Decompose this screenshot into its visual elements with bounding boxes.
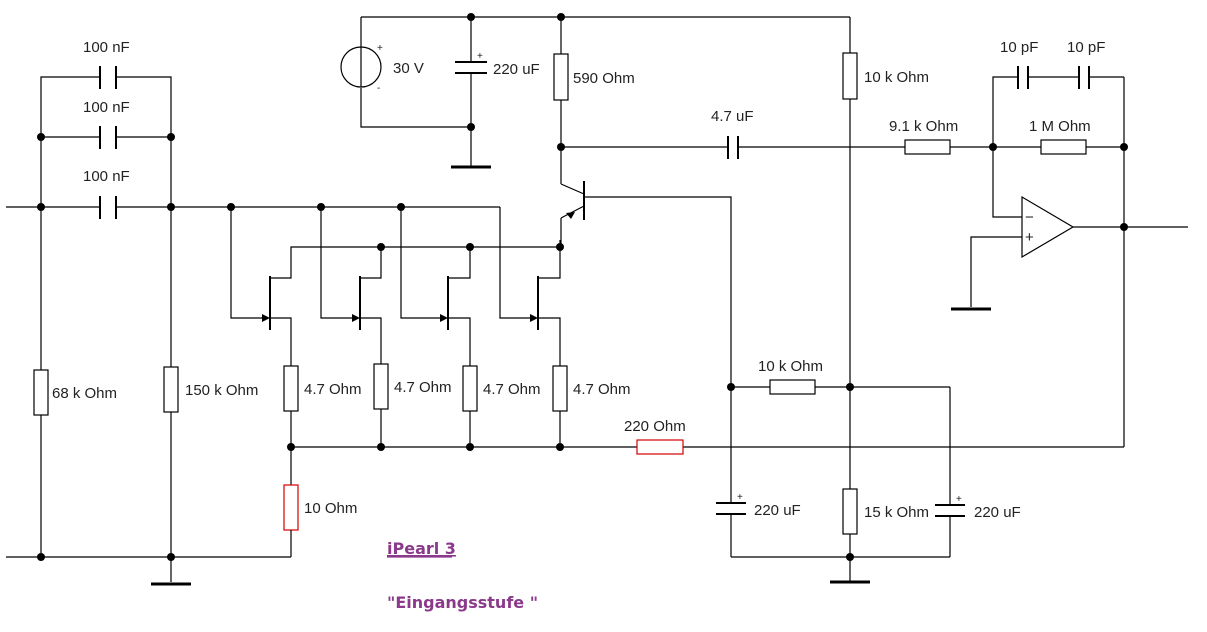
resistor-150k: [163, 366, 179, 413]
label-r10: 10 Ohm: [304, 500, 357, 517]
pnp-transistor: [560, 181, 732, 387]
label-r68k: 68 k Ohm: [52, 385, 117, 402]
cbias1-plus-sign: +: [737, 492, 743, 503]
label-r220: 220 Ohm: [624, 418, 686, 435]
capacitor-10pf-1: [1017, 66, 1029, 89]
opamp-plus-sign: +: [1025, 229, 1034, 246]
label-r10k-mid: 10 k Ohm: [758, 358, 823, 375]
capacitor-100nf-2: [99, 126, 117, 149]
capacitor-220uf-bias2: [935, 504, 965, 517]
label-c-fb2: 10 pF: [1067, 39, 1105, 56]
jfet-gate-arrow-1: [262, 314, 270, 322]
jfet-array: [230, 207, 1124, 557]
opamp-symbol: [1021, 195, 1075, 259]
label-r47-3: 4.7 Ohm: [483, 381, 541, 398]
resistor-10-ohm: [283, 484, 299, 531]
label-c-coup: 4.7 uF: [711, 108, 754, 125]
label-r47-2: 4.7 Ohm: [394, 379, 452, 396]
label-c-bias2: 220 uF: [974, 504, 1021, 521]
resistor-4r7-1: [283, 365, 299, 412]
label-vsrc: 30 V: [393, 60, 424, 77]
cbias2-plus-sign: +: [956, 494, 962, 505]
resistor-4r7-4: [552, 365, 568, 412]
capacitor-220uf-supply: [455, 61, 487, 74]
capacitor-100nf-3: [99, 196, 117, 219]
diagram-title: iPearl 3: [387, 539, 456, 558]
resistor-4r7-3: [462, 365, 478, 412]
bias-network: [716, 379, 965, 584]
capacitor-220uf-bias1: [716, 502, 746, 515]
resistor-15k: [842, 488, 858, 535]
component-labels: 100 nF 100 nF 100 nF 68 k Ohm 150 k Ohm …: [52, 39, 1105, 521]
junction-dots: [37, 13, 1128, 561]
jfet-gate-arrow-2: [352, 314, 360, 322]
opamp-stage: [951, 66, 1188, 447]
label-c-bias1: 220 uF: [754, 502, 801, 519]
label-r47-4: 4.7 Ohm: [573, 381, 631, 398]
vsrc-plus-sign: +: [377, 43, 383, 54]
label-r15k: 15 k Ohm: [864, 504, 929, 521]
jfet-gate-arrow-3: [440, 314, 448, 322]
label-r47-1: 4.7 Ohm: [304, 381, 362, 398]
jfet-gate-arrow-4: [530, 314, 538, 322]
diagram-subtitle: "Eingangsstufe ": [387, 593, 538, 612]
label-r590: 590 Ohm: [573, 70, 635, 87]
label-c-in2: 100 nF: [83, 99, 130, 116]
label-r9k1: 9.1 k Ohm: [889, 118, 958, 135]
opamp-minus-sign: −: [1025, 209, 1034, 226]
resistor-590: [553, 53, 569, 101]
input-network: [6, 66, 500, 586]
label-c-in3: 100 nF: [83, 168, 130, 185]
label-r150k: 150 k Ohm: [185, 382, 258, 399]
capacitor-4u7-coupling: [727, 136, 739, 159]
resistor-1m: [1040, 139, 1087, 155]
label-c-fb1: 10 pF: [1000, 39, 1038, 56]
capacitor-100nf-1: [99, 66, 117, 89]
label-r10k-top: 10 k Ohm: [864, 69, 929, 86]
resistor-4r7-2: [373, 363, 389, 410]
resistor-10k-mid: [769, 379, 816, 395]
resistor-220-feedback: [636, 439, 684, 455]
csup-plus-sign: +: [477, 51, 483, 62]
resistor-9k1: [904, 139, 951, 155]
label-r1m: 1 M Ohm: [1029, 118, 1091, 135]
resistor-68k: [33, 369, 49, 416]
label-c-sup: 220 uF: [493, 61, 540, 78]
capacitor-10pf-2: [1078, 66, 1090, 89]
resistor-10k-top: [842, 52, 858, 100]
label-c-in1: 100 nF: [83, 39, 130, 56]
power-supply: [340, 16, 858, 489]
vsrc-minus-sign: -: [377, 83, 380, 94]
